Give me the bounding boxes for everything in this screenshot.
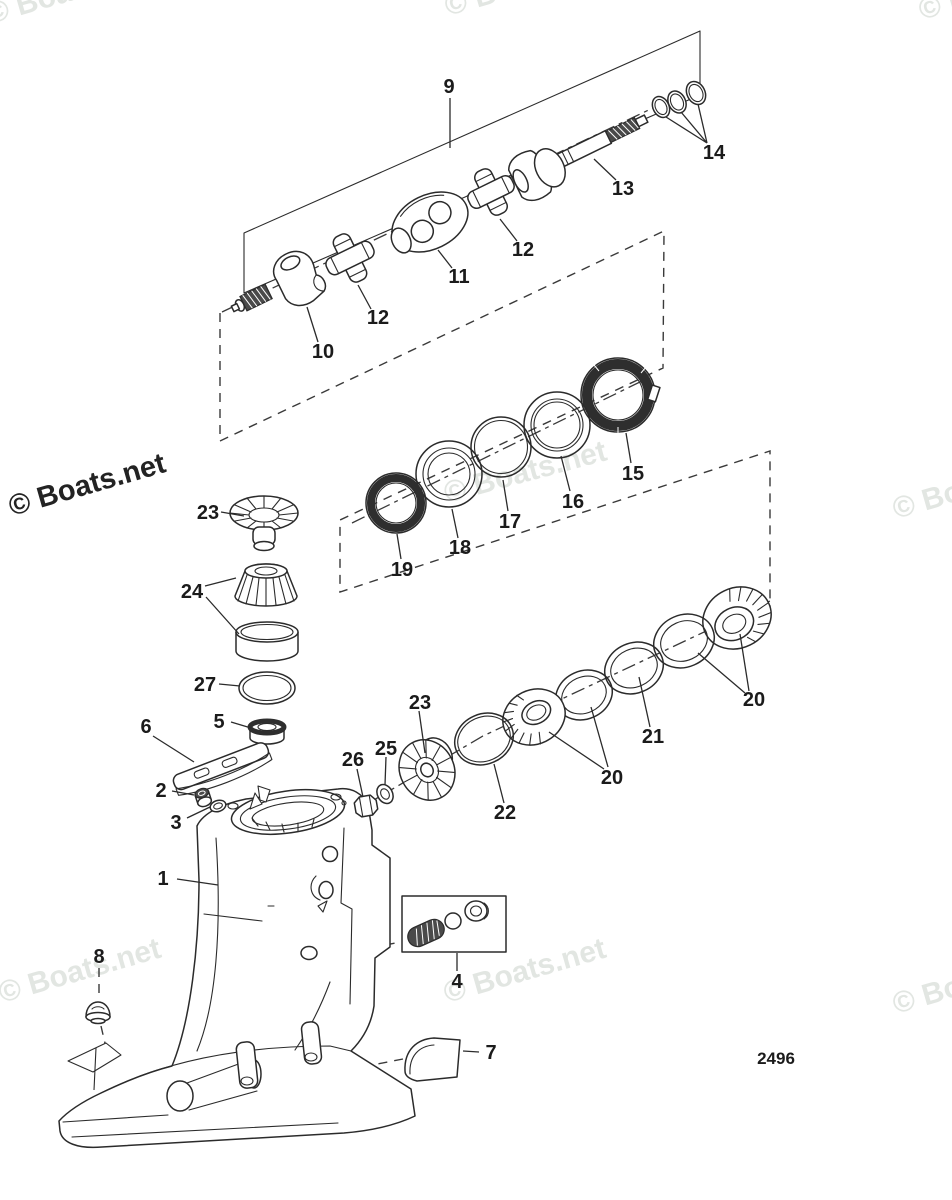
part-4-detent-kit <box>401 895 507 953</box>
part-2-plug <box>194 787 213 808</box>
part-11-coupler <box>390 191 469 254</box>
callout-26: 26 <box>342 749 364 771</box>
callout-21: 21 <box>642 726 664 748</box>
callout-25: 25 <box>375 738 397 760</box>
part-8-plug <box>85 1001 111 1025</box>
callout-3: 3 <box>170 812 181 834</box>
watermark-text: © Boats.net <box>0 932 165 1010</box>
callout-1: 1 <box>157 868 168 890</box>
part-16-ring <box>523 391 591 459</box>
callout-12-upper: 12 <box>512 239 534 261</box>
part-24-bearing-race <box>235 621 299 662</box>
part-19-oil-seal <box>365 472 427 534</box>
part-20-bearing-right <box>702 586 772 650</box>
part-12-u-joint-lower <box>325 233 375 283</box>
part-18-seal-carrier <box>415 440 483 508</box>
part-21-shim-ring <box>604 641 664 695</box>
callout-13: 13 <box>612 178 634 200</box>
part-5-roller-bearing <box>247 718 287 745</box>
housing-boss <box>235 1041 259 1089</box>
watermark-faint-group: © Boats.net © Boats.net © Boats.net © Bo… <box>0 0 952 1021</box>
figure-number: 2496 <box>757 1049 795 1068</box>
callout-19: 19 <box>391 559 413 581</box>
callout-labels: 9 14 13 12 11 12 10 15 16 17 18 19 23 24… <box>93 76 765 1064</box>
watermark-dark-text: © Boats.net <box>5 447 169 522</box>
callout-8: 8 <box>93 946 104 968</box>
callout-17: 17 <box>499 511 521 533</box>
part-15-retainer-ring <box>580 357 661 434</box>
part-1-driveshaft-housing <box>58 785 416 1149</box>
callout-7: 7 <box>485 1042 496 1064</box>
part-14-o-rings <box>651 80 707 119</box>
callout-5: 5 <box>213 711 224 733</box>
group-boundary-dashed <box>219 229 771 607</box>
callout-24: 24 <box>181 581 204 603</box>
callout-27: 27 <box>194 674 216 696</box>
detent-spring <box>407 918 445 948</box>
callout-15: 15 <box>622 463 644 485</box>
driveshaft-assembly-box <box>243 30 701 294</box>
callout-22: 22 <box>494 802 516 824</box>
part-20-bearing-left <box>502 688 566 746</box>
watermark-text: © Boats.net <box>889 448 952 526</box>
detent-plug <box>464 900 489 922</box>
part-25-washer <box>376 783 394 805</box>
housing-hole <box>318 880 334 900</box>
part-23-gear-lower <box>398 737 456 801</box>
watermark-text: © Boats.net <box>0 0 153 31</box>
watermark-text: © Boats.net <box>889 943 952 1021</box>
callout-16: 16 <box>562 491 584 513</box>
callout-2: 2 <box>155 780 166 802</box>
callout-4: 4 <box>451 971 463 993</box>
housing-boss <box>300 1021 323 1065</box>
part-13-shaft-yoke <box>507 114 649 202</box>
leader-lines <box>152 98 750 1053</box>
housing-hole <box>321 845 339 863</box>
part-10-splined-yoke <box>230 250 327 313</box>
callout-6: 6 <box>140 716 151 738</box>
part-27-o-ring <box>238 671 296 705</box>
part-3-washer <box>209 799 227 813</box>
callout-12-lower: 12 <box>367 307 389 329</box>
ring-stack-axis <box>351 378 647 524</box>
watermark-text: © Boats.net <box>441 0 611 23</box>
housing-hole <box>300 945 318 961</box>
callout-23-upper: 23 <box>197 502 219 524</box>
part-23-pinion-gear-upper <box>229 495 299 552</box>
watermark-text: © Boats.net <box>915 0 952 27</box>
part-24-bearing-cone <box>234 563 298 607</box>
part-17-o-ring <box>470 416 532 478</box>
callout-10: 10 <box>312 341 334 363</box>
part-7-cover <box>404 1037 461 1082</box>
detent-ball <box>444 912 462 930</box>
callout-9: 9 <box>443 76 454 98</box>
callout-20-left: 20 <box>601 767 623 789</box>
callout-20-right: 20 <box>743 689 765 711</box>
callout-11: 11 <box>448 266 469 288</box>
callout-23-lower: 23 <box>409 692 431 714</box>
part-22-o-ring <box>454 712 514 766</box>
housing-mount-cylinder <box>166 1080 194 1112</box>
callout-14: 14 <box>703 142 726 164</box>
callout-18: 18 <box>449 537 471 559</box>
part-12-u-joint-upper <box>467 168 515 216</box>
